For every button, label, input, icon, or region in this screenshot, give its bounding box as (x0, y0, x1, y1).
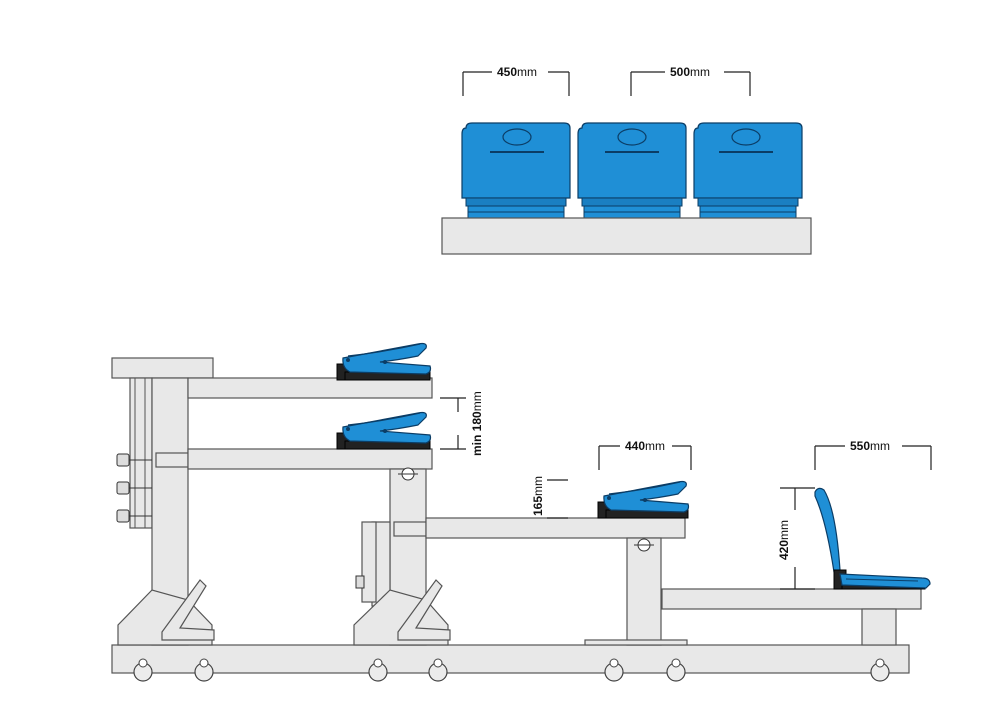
tier-2-beam (187, 448, 433, 470)
riser-height-unit: mm (531, 476, 545, 496)
front-width-b-value: 500 (670, 65, 690, 79)
front-seat-3 (693, 122, 803, 219)
svg-text:500mm: 500mm (670, 65, 710, 79)
svg-text:450mm: 450mm (497, 65, 537, 79)
front-width-a-value: 450 (497, 65, 517, 79)
tread-depth-b-value: 550 (850, 439, 870, 453)
seat-height-value: 420 (777, 540, 791, 560)
seat-height-unit: mm (777, 520, 791, 540)
svg-text:min 180mm: min 180mm (470, 391, 484, 456)
row-spacing-prefix: min (470, 431, 484, 456)
front-support-beam (441, 217, 812, 255)
tread-depth-a-value: 440 (625, 439, 645, 453)
wheels (133, 658, 890, 682)
unfolded-seat-tier-4 (814, 487, 931, 590)
tier-4-beam (661, 588, 922, 610)
tier-3-beam (425, 517, 686, 539)
dimension-row-spacing: min 180mm (440, 391, 484, 456)
rear-column (111, 357, 215, 646)
tier-4-leg (861, 608, 897, 646)
dimension-front-width-a: 450mm (462, 65, 570, 96)
base-rail (111, 644, 910, 674)
dimension-seat-height: 420mm (777, 487, 815, 590)
dimension-front-width-b: 500mm (630, 65, 751, 96)
svg-text:420mm: 420mm (777, 520, 791, 560)
svg-text:165mm: 165mm (531, 476, 545, 516)
tier-1-beam (187, 377, 433, 399)
tread-depth-b-unit: mm (870, 439, 890, 453)
svg-text:550mm: 550mm (850, 439, 890, 453)
middle-column (353, 467, 451, 646)
front-column (584, 537, 688, 646)
side-view: min 180mm 165mm 440mm (111, 342, 932, 682)
front-width-b-unit: mm (690, 65, 710, 79)
front-view: 450mm 500mm (441, 65, 812, 255)
dimension-tread-depth-b: 550mm (814, 439, 932, 470)
dimension-riser-height: 165mm (531, 476, 568, 519)
row-spacing-value: 180 (470, 411, 484, 431)
folded-seat-tier-1 (336, 342, 432, 381)
front-seat-2 (577, 122, 687, 219)
riser-height-value: 165 (531, 496, 545, 516)
tread-depth-a-unit: mm (645, 439, 665, 453)
folded-seat-tier-3 (597, 480, 690, 519)
front-width-a-unit: mm (517, 65, 537, 79)
dimension-tread-depth-a: 440mm (598, 439, 692, 470)
front-seat-1 (461, 122, 571, 219)
folded-seat-tier-2 (336, 411, 432, 450)
svg-text:440mm: 440mm (625, 439, 665, 453)
row-spacing-unit: mm (470, 391, 484, 411)
